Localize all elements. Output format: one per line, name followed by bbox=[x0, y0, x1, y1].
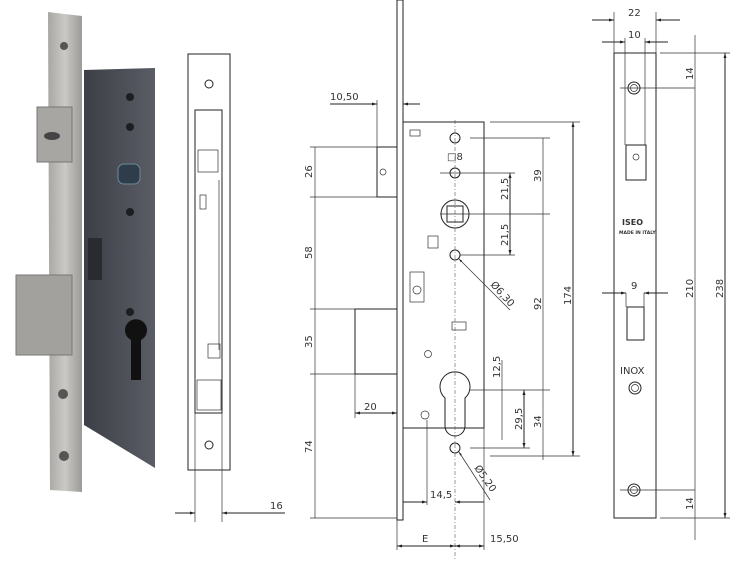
dim-square-8: □8 bbox=[447, 152, 463, 163]
dim-14-5: 14,5 bbox=[430, 490, 452, 501]
dim-74: 74 bbox=[304, 440, 315, 453]
dim-29-5: 29,5 bbox=[514, 408, 525, 430]
dim-20: 20 bbox=[364, 402, 377, 413]
cylinder-profile bbox=[439, 371, 471, 437]
cylinder-hole bbox=[125, 319, 147, 380]
dim-9: 9 bbox=[631, 281, 637, 292]
made-in-label: MADE IN ITALY bbox=[619, 230, 656, 236]
dim-21-5-lower: 21,5 bbox=[500, 224, 511, 246]
screw-hole bbox=[58, 389, 68, 399]
screw-hole bbox=[59, 451, 69, 461]
dim-16: 16 bbox=[270, 501, 283, 512]
dim-14-bottom: 14 bbox=[685, 497, 696, 510]
screw-hole bbox=[60, 42, 68, 50]
dim-26: 26 bbox=[304, 165, 315, 178]
dim-22: 22 bbox=[628, 8, 641, 19]
inox-label: INOX bbox=[620, 366, 645, 377]
dim-10: 10 bbox=[628, 30, 641, 41]
faceplate-view: 22 10 ISEO MADE IN ITALY 9 INOX 14 14 21… bbox=[592, 8, 730, 540]
dim-diam-5-20: Ø5,20 bbox=[472, 463, 499, 495]
dim-10-50: 10,50 bbox=[330, 92, 359, 103]
dim-diam-6-30: Ø6,30 bbox=[488, 279, 517, 309]
lock-photo bbox=[15, 12, 155, 492]
spindle-hole bbox=[117, 163, 141, 185]
dim-34: 34 bbox=[533, 415, 544, 428]
dim-12-5: 12,5 bbox=[492, 356, 503, 378]
dim-210: 210 bbox=[685, 279, 696, 298]
deadbolt bbox=[15, 274, 73, 356]
dim-39: 39 bbox=[533, 169, 544, 182]
dim-35: 35 bbox=[304, 335, 315, 348]
front-view: 10,50 26 58 35 74 20 □8 21,5 21,5 Ø6,30 … bbox=[304, 0, 580, 560]
deadbolt bbox=[354, 308, 398, 375]
dim-174: 174 bbox=[563, 286, 574, 305]
dim-15-50: 15,50 bbox=[490, 534, 519, 545]
dim-14-top: 14 bbox=[685, 67, 696, 80]
bolt-slot bbox=[626, 306, 645, 341]
faceplate bbox=[48, 12, 82, 492]
side-view: 16 bbox=[175, 53, 285, 522]
dim-238: 238 bbox=[715, 279, 726, 298]
dim-92: 92 bbox=[533, 297, 544, 310]
dim-21-5-upper: 21,5 bbox=[500, 178, 511, 200]
dim-backset-e: E bbox=[422, 534, 428, 545]
latch-opening bbox=[625, 144, 647, 181]
brand-logo: ISEO bbox=[622, 218, 643, 227]
dim-58: 58 bbox=[304, 246, 315, 259]
latch bbox=[376, 146, 398, 198]
